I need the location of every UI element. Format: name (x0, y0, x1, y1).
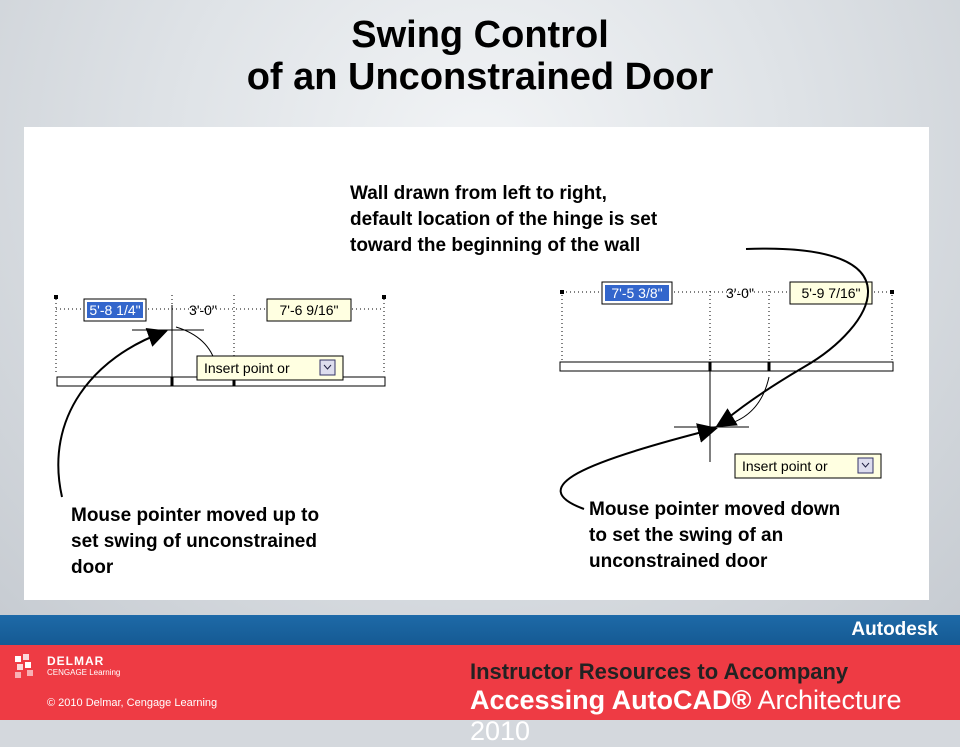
left-dim-left: 5'-8 1/4" (89, 302, 140, 318)
up-note-line-3: door (71, 557, 114, 578)
copyright-text: © 2010 Delmar, Cengage Learning (47, 697, 218, 709)
left-dim-mid: 3'-0" (189, 302, 217, 318)
down-note-line-1: Mouse pointer moved down (589, 499, 840, 520)
right-tooltip-text: Insert point or (742, 458, 828, 474)
door-swing-illustration: 5'-8 1/4" 3'-0" 7'-6 9/16" Insert point … (54, 183, 894, 578)
up-annotation: Mouse pointer moved up to set swing of u… (71, 505, 319, 578)
left-dim-right: 7'-6 9/16" (279, 302, 338, 318)
wall-note-line-1: Wall drawn from left to right, (350, 183, 607, 204)
left-dim-box-2 (266, 298, 352, 322)
left-tooltip (196, 355, 344, 381)
footer-line-2-bold: Accessing AutoCAD® (470, 685, 752, 715)
title-line-1: Swing Control (351, 14, 609, 56)
publisher-sub: CENGAGE Learning (47, 668, 121, 677)
left-figure: 5'-8 1/4" 3'-0" 7'-6 9/16" Insert point … (54, 295, 386, 498)
right-tooltip (734, 453, 882, 479)
left-tooltip-text: Insert point or (204, 360, 290, 376)
autodesk-brand: Autodesk (851, 619, 938, 640)
footer-line-1: Instructor Resources to Accompany (470, 659, 849, 684)
footer-red-bar (0, 645, 960, 720)
up-note-line-2: set swing of unconstrained (71, 531, 317, 552)
wall-annotation: Wall drawn from left to right, default l… (350, 183, 658, 256)
down-note-line-2: to set the swing of an (589, 525, 783, 546)
right-figure: 7'-5 3/8" 3'-0" 5'-9 7/16" Insert point … (559, 247, 894, 510)
up-note-line-1: Mouse pointer moved up to (71, 505, 319, 526)
wall-note-line-3: toward the beginning of the wall (350, 235, 640, 256)
title-line-2: of an Unconstrained Door (246, 56, 714, 98)
right-wall (559, 361, 894, 372)
wall-note-line-2: default location of the hinge is set (350, 209, 658, 230)
footer-line-2: Accessing AutoCAD® Architecture 2010 (470, 685, 960, 747)
right-dim-right: 5'-9 7/16" (801, 285, 860, 301)
publisher-name: DELMAR (47, 654, 105, 668)
right-dim-left: 7'-5 3/8" (611, 285, 662, 301)
footer-blue-bar (0, 615, 960, 645)
right-dim-mid: 3'-0" (726, 285, 754, 301)
right-dim-box-2 (789, 281, 873, 305)
figure-panel: 5'-8 1/4" 3'-0" 7'-6 9/16" Insert point … (24, 127, 929, 600)
down-annotation: Mouse pointer moved down to set the swin… (589, 499, 840, 572)
delmar-logo-icon (15, 654, 33, 678)
down-note-line-3: unconstrained door (589, 551, 768, 572)
slide-title: Swing Control of an Unconstrained Door (0, 14, 960, 98)
